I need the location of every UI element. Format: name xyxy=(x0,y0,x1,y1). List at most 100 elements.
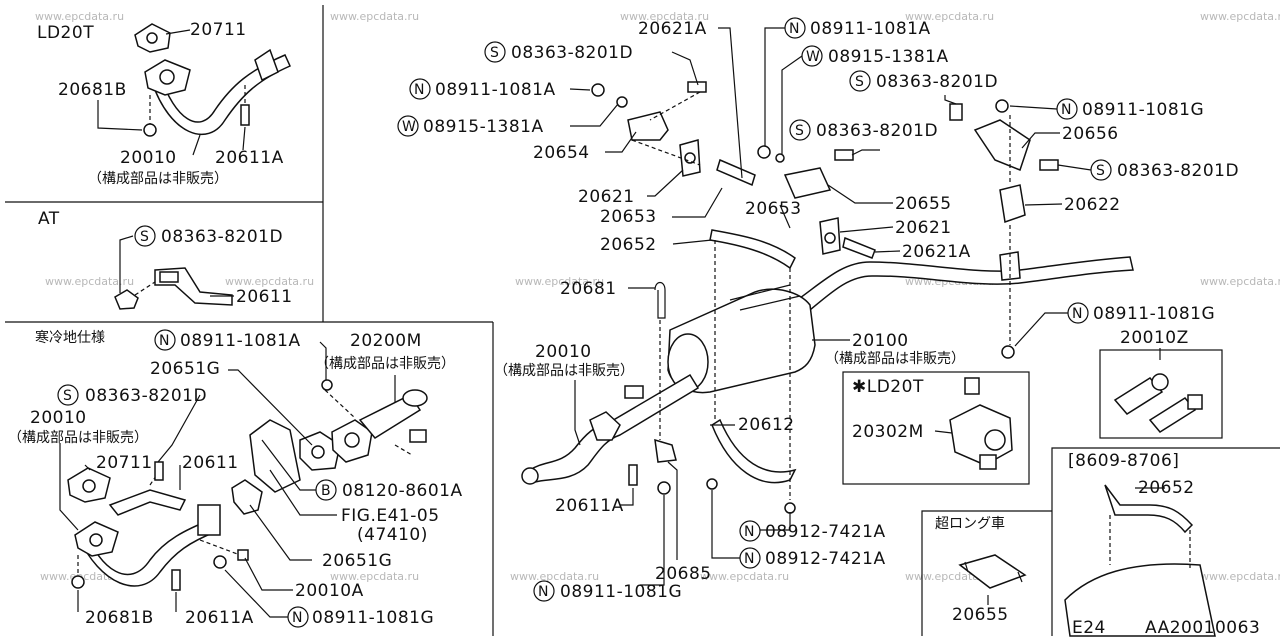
leader xyxy=(934,430,953,434)
flange-hole xyxy=(344,432,360,448)
prefix-s-icon: S xyxy=(789,119,811,141)
label-20611A: 20611A xyxy=(555,496,624,516)
leader xyxy=(224,569,288,618)
svg-text:N: N xyxy=(292,610,302,626)
connector-shape xyxy=(964,377,980,395)
label-20653: 20653 xyxy=(600,207,657,227)
leader-dash xyxy=(324,389,356,419)
label-20010A: 20010A xyxy=(295,581,364,601)
label-20655: 20655 xyxy=(952,605,1009,625)
heat-shield-shape xyxy=(249,419,301,493)
leader-dash xyxy=(631,139,701,166)
leader xyxy=(779,204,791,229)
label-20652: 20652 xyxy=(600,235,657,255)
bolt-20621A-shape xyxy=(716,158,756,187)
leader xyxy=(1057,164,1092,171)
prefix-s-icon: S xyxy=(1090,159,1112,181)
leader xyxy=(944,95,957,105)
bracket-slot xyxy=(159,271,179,283)
watermark: www.epcdata.ru xyxy=(1200,570,1280,583)
ld20t-front-pipe-drawing xyxy=(134,23,291,137)
label-08363-8201D: 08363-8201D xyxy=(161,227,283,247)
nut-shape xyxy=(757,145,771,159)
main-exhaust-drawing xyxy=(521,81,1134,514)
label-08363-8201D: 08363-8201D xyxy=(85,386,207,406)
watermark: www.epcdata.ru xyxy=(905,10,994,23)
label-20010: 20010 xyxy=(30,408,87,428)
label-20611: 20611 xyxy=(182,453,239,473)
ld20t-inset-drawing xyxy=(949,377,1013,470)
label-20685: 20685 xyxy=(655,564,712,584)
prefix-n-icon: N xyxy=(1056,98,1078,120)
svg-text:N: N xyxy=(744,551,754,567)
rubber-hole xyxy=(684,152,696,164)
flange-hole xyxy=(89,533,103,547)
label-20653: 20653 xyxy=(745,199,802,219)
label-20100: 20100 xyxy=(852,331,909,351)
label-20711: 20711 xyxy=(190,20,247,40)
nut-shape xyxy=(995,99,1009,113)
flange-hole xyxy=(159,69,175,85)
watermark: www.epcdata.ru xyxy=(1200,10,1280,23)
watermark: www.epcdata.ru xyxy=(330,10,419,23)
label-20611A: 20611A xyxy=(185,608,254,628)
svg-text:N: N xyxy=(1061,102,1071,118)
prefix-n-icon: N xyxy=(739,520,761,542)
note-not-sold: （構成部品は非販売） xyxy=(88,171,228,187)
label-fig-num: (47410) xyxy=(357,525,428,545)
leader xyxy=(261,439,316,491)
hanger-20681-shape xyxy=(654,281,666,319)
label-20654: 20654 xyxy=(533,143,590,163)
catalyst-outlet xyxy=(402,389,428,407)
prefix-n-icon: N xyxy=(409,78,431,100)
watermark: www.epcdata.ru xyxy=(515,275,604,288)
leader xyxy=(97,100,143,131)
label-08911-1081A: 08911-1081A xyxy=(435,80,556,100)
panel-title-date-range: [8609-8706] xyxy=(1068,451,1179,471)
svg-text:S: S xyxy=(1096,163,1105,179)
leader xyxy=(839,226,894,233)
flange-plate-shape xyxy=(197,504,221,536)
date-range-drawing xyxy=(1064,484,1216,637)
leader xyxy=(764,27,785,146)
label-08915-1381A: 08915-1381A xyxy=(828,47,949,67)
footer-diagram-code: AA20010063 xyxy=(1145,618,1260,638)
prefix-s-icon: S xyxy=(57,384,79,406)
cold-bracket-shape xyxy=(108,489,187,516)
gasket-hole xyxy=(311,445,325,459)
bracket-20652-shape xyxy=(709,229,796,270)
note-not-sold: （構成部品は非販売） xyxy=(315,356,455,372)
nut-shape xyxy=(706,478,718,490)
nut-shape xyxy=(784,502,796,514)
svg-text:S: S xyxy=(490,45,499,61)
label-08363-8201D: 08363-8201D xyxy=(876,72,998,92)
watermark: www.epcdata.ru xyxy=(1200,275,1280,288)
leader xyxy=(647,169,684,197)
catalyst-shape xyxy=(358,394,422,439)
bolt-shape xyxy=(240,104,250,126)
pipe-bracket-shape xyxy=(624,385,644,399)
label-20010: 20010 xyxy=(535,342,592,362)
label-20651G: 20651G xyxy=(150,359,220,379)
label-08911-1081G: 08911-1081G xyxy=(312,608,434,628)
leader xyxy=(319,341,327,380)
prefix-n-icon: N xyxy=(1067,302,1089,324)
watermark: www.epcdata.ru xyxy=(620,10,709,23)
svg-text:W: W xyxy=(806,49,820,65)
label-20681B: 20681B xyxy=(85,608,154,628)
leader xyxy=(574,380,581,446)
leader-dash xyxy=(649,91,701,121)
note-not-sold: （構成部品は非販売） xyxy=(494,363,634,379)
prefix-n-icon: N xyxy=(533,580,555,602)
gasket-hole xyxy=(82,479,96,493)
bracket-edge xyxy=(964,561,1023,583)
leader xyxy=(59,443,79,531)
label-20681B: 20681B xyxy=(58,80,127,100)
extra-long-frame xyxy=(921,510,1052,636)
leader xyxy=(667,461,678,560)
nut-shape xyxy=(1001,345,1015,359)
leader xyxy=(672,187,723,218)
label-08912-7421A: 08912-7421A xyxy=(765,549,886,569)
